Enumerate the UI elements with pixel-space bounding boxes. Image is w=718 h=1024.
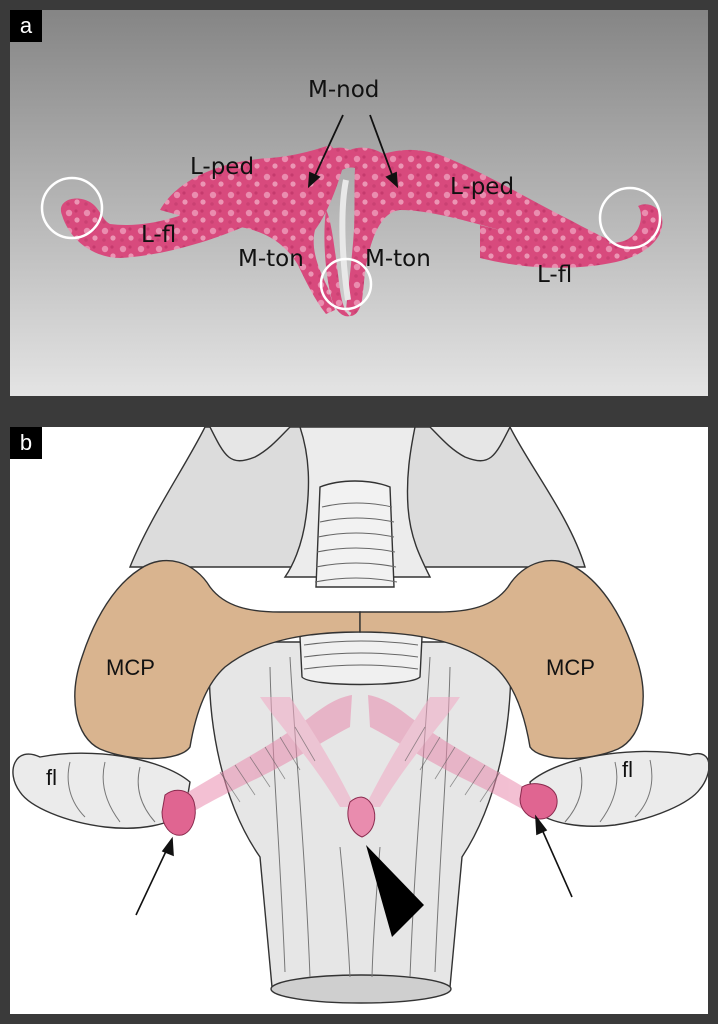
- arrows-b: [135, 814, 573, 916]
- tissue-model: [60, 145, 663, 317]
- panel-a-illustration: M-nod L-ped L-ped L-fl L-fl M-ton M-ton: [10, 10, 708, 396]
- flocculus-nubs: [161, 783, 558, 836]
- right-flocculus-shape: [480, 204, 663, 268]
- right-peduncle-shape: [346, 149, 610, 314]
- left-flocculus-circle: [40, 176, 104, 240]
- m-nod-arrows: [307, 114, 399, 189]
- panel-b: MCP MCP fl fl b: [10, 427, 708, 1014]
- label-m-ton-left: M-ton: [238, 246, 304, 272]
- left-arrow-head: [161, 836, 174, 857]
- mcp-right-shape: [359, 559, 644, 760]
- nodulus-shape: [310, 147, 392, 182]
- panel-a-letter: a: [10, 10, 42, 42]
- label-mcp-right: MCP: [546, 655, 595, 680]
- label-m-ton-right: M-ton: [365, 246, 431, 272]
- right-arrow-head: [535, 814, 548, 836]
- left-tonsil-shape: [324, 210, 350, 317]
- label-fl-right: fl: [622, 757, 633, 782]
- tonsil-circle: [319, 257, 373, 311]
- label-fl-left: fl: [46, 765, 57, 790]
- mcp-left-shape: [74, 559, 361, 760]
- panel-a: M-nod L-ped L-ped L-fl L-fl M-ton M-ton …: [10, 10, 708, 396]
- upper-brainstem: [128, 427, 586, 588]
- label-l-fl-right: L-fl: [537, 262, 572, 288]
- vestibulocerebellar-tracts: [180, 695, 540, 817]
- right-tonsil-shape: [350, 210, 366, 316]
- label-mcp-left: MCP: [106, 655, 155, 680]
- flocculi: [12, 750, 708, 829]
- label-l-fl-left: L-fl: [141, 222, 176, 248]
- label-l-ped-right: L-ped: [450, 174, 514, 200]
- left-peduncle-shape: [160, 145, 345, 314]
- label-m-nod: M-nod: [308, 77, 379, 103]
- arrowhead-marker: [366, 845, 424, 937]
- right-flocculus-circle: [598, 186, 662, 250]
- panel-b-illustration: MCP MCP fl fl: [12, 427, 708, 1004]
- label-l-ped-left: L-ped: [190, 154, 254, 180]
- panel-b-letter: b: [10, 427, 42, 459]
- central-tonsil-shape: [347, 796, 376, 838]
- right-flocculus-lobe: [529, 750, 708, 827]
- tract-striations: [219, 726, 501, 803]
